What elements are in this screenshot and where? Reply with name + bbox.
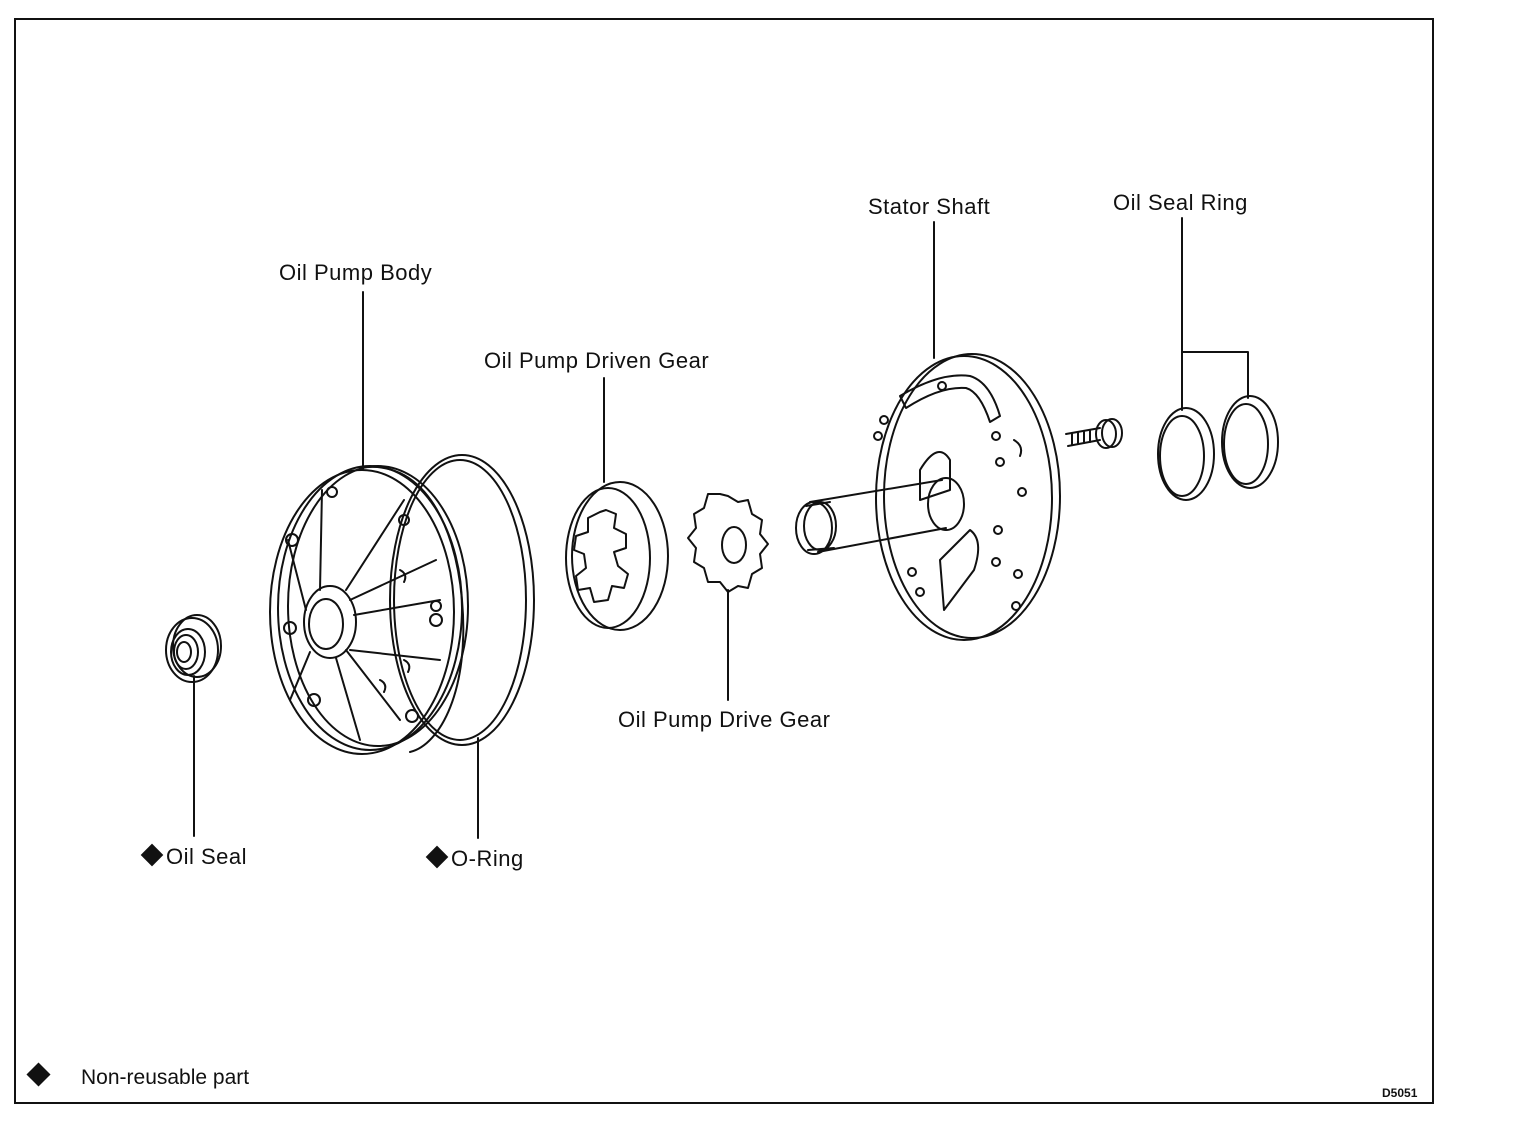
label-oil-pump-drive-gear: Oil Pump Drive Gear — [618, 707, 831, 732]
diagram-frame — [14, 18, 1434, 1104]
bolt-part — [1065, 418, 1123, 449]
non-reusable-diamond-icon — [140, 843, 164, 867]
label-oil-seal-ring: Oil Seal Ring — [1113, 190, 1248, 215]
leader-lines — [193, 217, 1249, 839]
oil-pump-drive-gear-part — [687, 493, 769, 593]
oil-pump-body-part — [269, 454, 535, 755]
label-o-ring-text: O-Ring — [451, 846, 524, 871]
legend-diamond-icon — [26, 1062, 51, 1087]
label-oil-seal-text: Oil Seal — [166, 844, 248, 869]
label-stator-shaft: Stator Shaft — [868, 194, 991, 219]
label-oil-pump-body: Oil Pump Body — [279, 260, 433, 285]
legend: Non-reusable part — [26, 1062, 250, 1090]
legend-non-reusable: Non-reusable part — [81, 1066, 250, 1089]
label-oil-pump-driven-gear: Oil Pump Driven Gear — [484, 348, 710, 373]
label-o-ring: O-Ring — [425, 845, 524, 872]
figure-code: D5051 — [1382, 1086, 1418, 1100]
non-reusable-diamond-icon — [425, 845, 449, 869]
label-oil-seal: Oil Seal — [140, 843, 248, 870]
oil-seal-rings-part — [1157, 395, 1279, 501]
oil-seal-part — [165, 614, 222, 683]
stator-shaft-part — [795, 353, 1061, 641]
oil-pump-driven-gear-part — [565, 481, 669, 631]
